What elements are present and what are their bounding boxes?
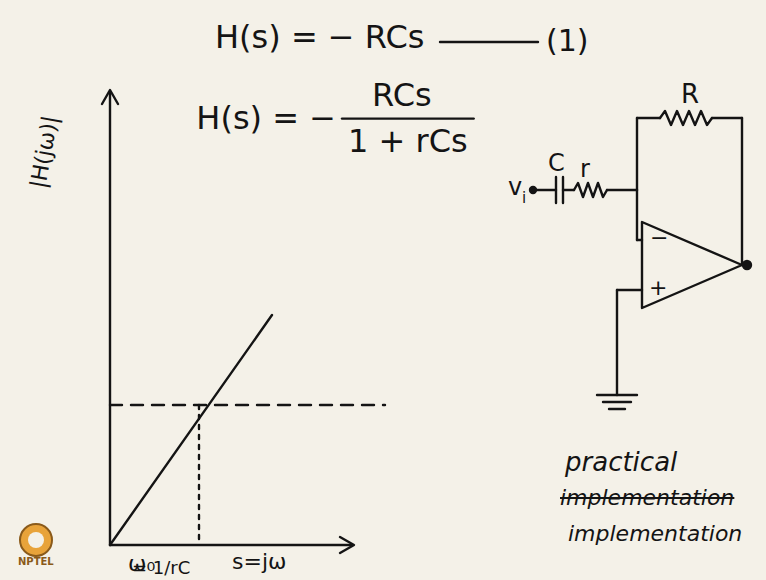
axis-label: s=jω bbox=[232, 550, 286, 574]
component-label: r bbox=[580, 156, 590, 182]
component-label: C bbox=[548, 150, 565, 176]
unity-gain-dashed-line bbox=[110, 404, 385, 406]
fraction-bar bbox=[342, 117, 474, 119]
equation: H(s) = − RCs bbox=[215, 20, 425, 55]
graph-axes bbox=[102, 90, 354, 553]
pin-sign: − bbox=[650, 226, 668, 250]
frequency-value: = 1/rC bbox=[132, 558, 190, 578]
magnitude-line bbox=[110, 315, 272, 545]
output-dot bbox=[743, 261, 751, 269]
signal-subscript: i bbox=[522, 190, 526, 207]
component-label: R bbox=[681, 80, 699, 109]
equation-lhs: H(s) = − bbox=[196, 101, 336, 136]
watermark: NPTEL bbox=[18, 556, 54, 567]
differentiator-circuit bbox=[536, 111, 742, 409]
input-dot bbox=[530, 187, 536, 193]
omega0-dotted-line bbox=[198, 405, 200, 540]
signal-name: v bbox=[508, 174, 522, 200]
nptel-logo bbox=[20, 524, 52, 556]
ground-symbol bbox=[597, 394, 637, 396]
resistor-symbol bbox=[574, 183, 607, 197]
denominator: 1 + rCs bbox=[348, 124, 468, 159]
equation-dash bbox=[440, 41, 538, 43]
opamp-symbol bbox=[642, 222, 742, 308]
note: practical bbox=[565, 448, 677, 477]
pin-sign: + bbox=[649, 276, 667, 300]
numerator: RCs bbox=[372, 78, 432, 113]
note: implementation bbox=[568, 522, 742, 546]
axis-label: |H(jω)| bbox=[26, 114, 63, 190]
equation-number: (1) bbox=[546, 24, 589, 57]
struck-note: implementation bbox=[560, 486, 734, 510]
resistor-symbol bbox=[660, 111, 712, 125]
capacitor-symbol bbox=[555, 177, 557, 203]
